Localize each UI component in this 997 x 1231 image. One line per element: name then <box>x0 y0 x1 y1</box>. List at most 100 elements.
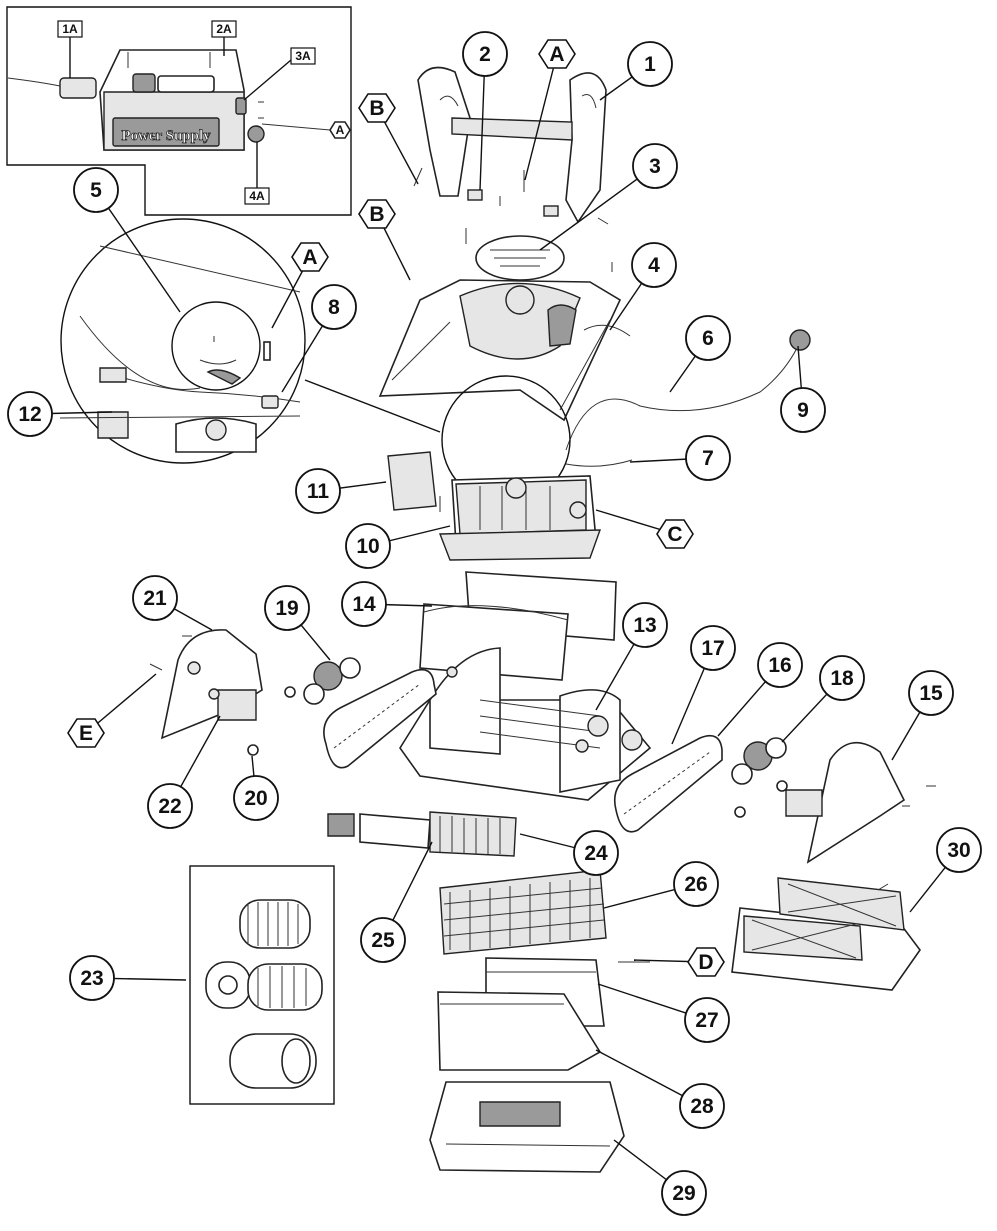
part-label-15: 15 <box>891 670 954 761</box>
inset-label-3a: 3A <box>243 47 316 101</box>
part-number-text: 27 <box>695 1009 718 1032</box>
part-number-text: 12 <box>18 403 41 426</box>
part-number-text: 26 <box>684 873 707 896</box>
part-number-text: 6 <box>702 327 714 350</box>
letter-label-b: B <box>358 199 411 281</box>
socket-4a <box>247 125 265 143</box>
part-number-text: 22 <box>158 795 181 818</box>
letter-label-b: B <box>358 93 419 185</box>
part-label-20: 20 <box>233 755 279 821</box>
combined-brush-icon <box>205 961 323 1011</box>
part-number-text: 3 <box>649 155 661 178</box>
detail-magnifier <box>59 218 441 464</box>
part-label-3: 3 <box>539 143 678 251</box>
part-number-text: 19 <box>275 597 298 620</box>
part-label-27: 27 <box>597 983 730 1043</box>
part-number-text: 7 <box>702 447 714 470</box>
part-number-text: 14 <box>352 593 376 616</box>
part-label-12: 12 <box>7 391 113 437</box>
part-number-text: 15 <box>919 682 943 705</box>
main-chassis <box>399 647 652 801</box>
part-number-text: 28 <box>690 1095 714 1118</box>
part-label-29: 29 <box>613 1139 707 1216</box>
letter-label-text: D <box>698 951 713 974</box>
brush-roller <box>327 811 517 857</box>
letter-label-e: E <box>67 673 157 748</box>
foam-roller-icon <box>229 1033 317 1089</box>
cable-swivel-9 <box>789 329 811 351</box>
part-label-25: 25 <box>360 841 433 963</box>
power-supply-inset: Power Supply A 1A 2A 3A 4A <box>6 6 352 216</box>
part-number-text: 18 <box>830 667 854 690</box>
inset-label-4a: 4A <box>244 142 270 205</box>
washer-20 <box>247 744 259 756</box>
filter-bag-28 <box>437 991 602 1071</box>
impeller-cover-11 <box>387 451 437 511</box>
top-cover <box>378 235 631 422</box>
power-supply-unit: Power Supply <box>99 49 265 151</box>
bottom-plate <box>429 1081 625 1173</box>
part-label-17: 17 <box>671 625 736 745</box>
part-number-text: 10 <box>356 535 379 558</box>
letter-label-text: A <box>302 246 317 269</box>
filter-panels <box>618 877 921 991</box>
part-number-text: 17 <box>701 637 724 660</box>
part-label-8: 8 <box>281 284 357 393</box>
brush-options-box <box>189 865 335 1105</box>
right-wheels <box>731 737 788 818</box>
switch-3a <box>235 97 247 115</box>
part-labels: 1234567891011121314151617181920212223242… <box>7 31 982 1216</box>
part-label-18: 18 <box>781 655 865 743</box>
side-block-22 <box>217 689 257 721</box>
letter-label-a: A <box>271 242 329 329</box>
part-number-text: 11 <box>307 480 330 503</box>
part-label-5: 5 <box>73 167 181 313</box>
power-supply-text: Power Supply <box>121 128 211 144</box>
part-label-22: 22 <box>147 715 221 829</box>
right-side-plate <box>785 741 936 864</box>
letter-label-c: C <box>595 509 694 549</box>
part-label-4: 4 <box>609 242 677 331</box>
part-number-text: 25 <box>371 929 395 952</box>
part-label-28: 28 <box>595 1049 725 1129</box>
letter-label-text: C <box>667 523 682 546</box>
inset-label-1a: 1A <box>57 20 83 78</box>
part-label-6: 6 <box>669 315 731 393</box>
part-label-2: 2 <box>462 31 508 191</box>
part-label-10: 10 <box>345 523 451 569</box>
inset-label-2a: 2A <box>211 20 237 56</box>
part-number-text: 29 <box>672 1182 695 1205</box>
part-label-1: 1 <box>599 41 673 101</box>
part-number-text: 16 <box>768 654 791 677</box>
motor-unit <box>387 451 602 561</box>
letter-label-text: B <box>369 97 384 120</box>
inset-screw-ref: A <box>336 123 345 137</box>
left-side-plate <box>149 629 263 756</box>
letter-label-d: D <box>633 947 725 977</box>
pva-brush-icon <box>239 899 311 949</box>
left-track <box>323 668 437 769</box>
part-label-24: 24 <box>519 830 619 876</box>
part-number-text: 23 <box>80 967 103 990</box>
part-number-text: 9 <box>797 399 809 422</box>
part-number-text: 24 <box>584 842 608 865</box>
letter-label-text: B <box>369 203 384 226</box>
letter-labels: A B B A C D E <box>67 39 725 977</box>
part-label-23: 23 <box>69 955 187 1001</box>
part-number-text: 4 <box>648 254 660 277</box>
part-number-text: 13 <box>633 614 656 637</box>
part-label-9: 9 <box>780 345 826 433</box>
part-number-text: 20 <box>244 787 267 810</box>
svg-text:2A: 2A <box>216 22 232 36</box>
part-number-text: 2 <box>479 43 491 66</box>
letter-label-a: A <box>524 39 576 181</box>
cable-connector-1a <box>59 77 97 99</box>
part-number-text: 21 <box>143 587 167 610</box>
svg-text:3A: 3A <box>295 49 311 63</box>
part-number-text: 1 <box>644 53 656 76</box>
svg-text:4A: 4A <box>249 189 265 203</box>
right-track <box>613 734 723 833</box>
letter-label-text: A <box>549 43 564 66</box>
filter-basket <box>439 869 607 955</box>
part-number-text: 30 <box>947 839 970 862</box>
